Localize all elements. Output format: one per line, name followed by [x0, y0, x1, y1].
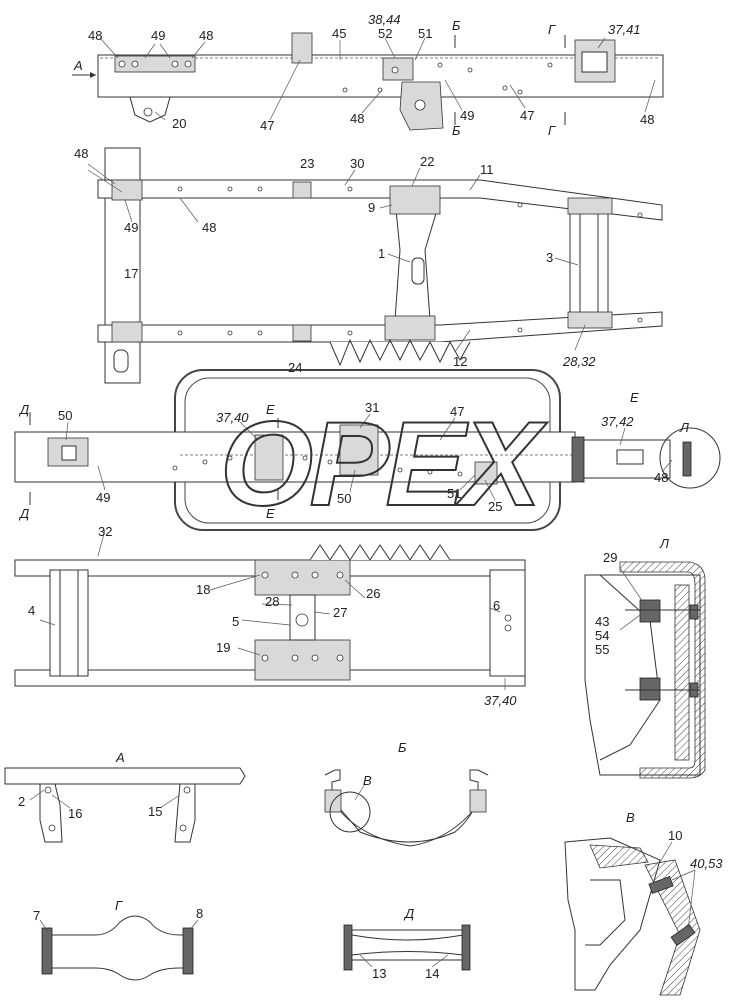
label-29: 29 — [603, 550, 617, 565]
label-14: 14 — [425, 966, 439, 981]
label-10: 10 — [668, 828, 682, 843]
view-title-D: Д — [403, 906, 414, 921]
label-2: 2 — [18, 794, 25, 809]
label-49: 49 — [151, 28, 165, 43]
label-54: 54 — [595, 628, 609, 643]
view-D — [343, 924, 471, 971]
label-52: 52 — [378, 26, 392, 41]
label-48: 48 — [640, 112, 654, 127]
view-letter-B: Б — [452, 18, 461, 33]
label-7: 7 — [33, 908, 40, 923]
label-55: 55 — [595, 642, 609, 657]
label-37-40: 37,40 — [484, 693, 517, 708]
label-38-44: 38,44 — [368, 12, 401, 27]
view-title-V: В — [626, 810, 635, 825]
label-50: 50 — [58, 408, 72, 423]
view-title-L: Л — [659, 536, 669, 551]
label-23: 23 — [300, 156, 314, 171]
detail-L — [584, 561, 706, 779]
label-1: 1 — [378, 246, 385, 261]
label-47: 47 — [260, 118, 274, 133]
label-8: 8 — [196, 906, 203, 921]
view-letter-E: Е — [630, 390, 639, 405]
label-47: 47 — [450, 404, 464, 419]
label-47: 47 — [520, 108, 534, 123]
label-15: 15 — [148, 804, 162, 819]
view-title-G: Г — [115, 898, 123, 913]
label-22: 22 — [420, 154, 434, 169]
label-31: 31 — [365, 400, 379, 415]
label-13: 13 — [372, 966, 386, 981]
plan-view-bottom — [14, 529, 526, 690]
label-40-53: 40,53 — [690, 856, 723, 871]
view-B — [324, 769, 489, 847]
label-48: 48 — [350, 111, 364, 126]
view-letter-A: А — [73, 58, 83, 73]
label-49: 49 — [96, 490, 110, 505]
label-24: 24 — [288, 360, 302, 375]
label-48: 48 — [88, 28, 102, 43]
label-6: 6 — [493, 598, 500, 613]
detail-V — [564, 837, 701, 996]
labels: 48 49 48 20 47 45 38,44 52 51 48 49 47 3… — [18, 12, 723, 981]
view-letter-E: Е — [266, 402, 275, 417]
label-28: 28 — [265, 594, 279, 609]
label-43: 43 — [595, 614, 609, 629]
label-27: 27 — [333, 605, 347, 620]
label-4: 4 — [28, 603, 35, 618]
label-37-41: 37,41 — [608, 22, 641, 37]
label-16: 16 — [68, 806, 82, 821]
label-25: 25 — [488, 499, 502, 514]
label-5: 5 — [232, 614, 239, 629]
view-title-B: Б — [398, 740, 407, 755]
label-17: 17 — [124, 266, 138, 281]
detail-mark-V: В — [363, 773, 372, 788]
label-48: 48 — [654, 470, 668, 485]
view-letter-G: Г — [548, 123, 556, 138]
label-37-42: 37,42 — [601, 414, 634, 429]
side-view-middle — [14, 412, 721, 505]
view-letters: А Б Б Г Г Д Д Е Е Е Л Л А Б В В Г Д — [18, 18, 689, 921]
label-28-32: 28,32 — [562, 354, 596, 369]
view-letter-G: Г — [548, 22, 556, 37]
label-49: 49 — [124, 220, 138, 235]
view-G — [39, 915, 199, 981]
label-18: 18 — [196, 582, 210, 597]
label-45: 45 — [332, 26, 346, 41]
label-11: 11 — [480, 162, 494, 177]
label-12: 12 — [453, 354, 467, 369]
label-32: 32 — [98, 524, 112, 539]
label-20: 20 — [172, 116, 186, 131]
watermark-text: OPEX — [220, 397, 548, 531]
view-letter-L: Л — [679, 420, 689, 435]
view-letter-D: Д — [18, 506, 29, 521]
label-3: 3 — [546, 250, 553, 265]
label-9: 9 — [368, 200, 375, 215]
rivets-plan — [177, 186, 643, 336]
label-26: 26 — [366, 586, 380, 601]
plan-view — [87, 147, 663, 384]
side-view-top — [72, 32, 664, 131]
label-48: 48 — [202, 220, 216, 235]
bolt-grid — [261, 571, 344, 662]
label-48: 48 — [199, 28, 213, 43]
label-48: 48 — [74, 146, 88, 161]
label-51: 51 — [418, 26, 432, 41]
view-letter-E: Е — [266, 506, 275, 521]
label-51: 51 — [447, 486, 461, 501]
label-30: 30 — [350, 156, 364, 171]
view-letter-D: Д — [18, 402, 29, 417]
view-title-A: А — [115, 750, 125, 765]
view-letter-B: Б — [452, 123, 461, 138]
label-19: 19 — [216, 640, 230, 655]
view-A — [4, 767, 246, 843]
label-49: 49 — [460, 108, 474, 123]
label-50: 50 — [337, 491, 351, 506]
rivets-middle — [172, 455, 463, 477]
label-37-40: 37,40 — [216, 410, 249, 425]
